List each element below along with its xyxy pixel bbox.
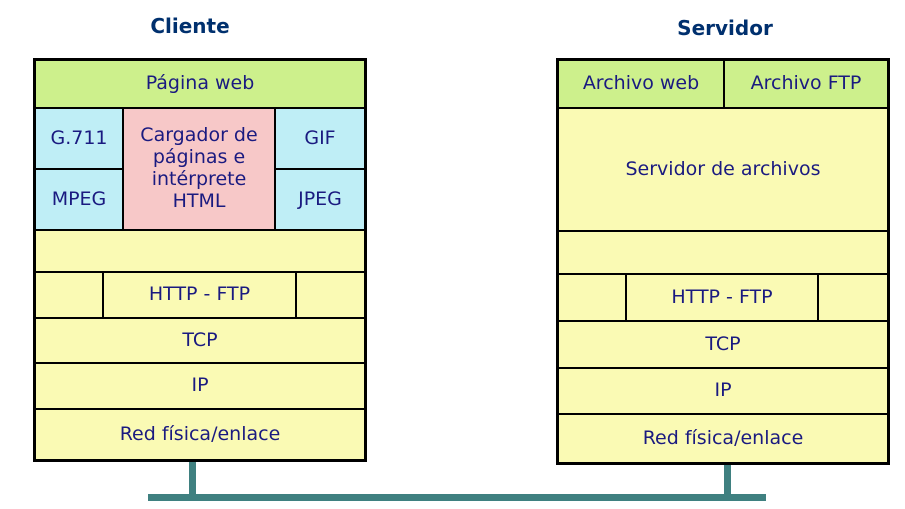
client-stack: Página web G.711 MPEG Cargador de página… (33, 58, 367, 462)
server-network-drop (724, 465, 731, 496)
client-network: Red física/enlace (35, 409, 365, 460)
client-http-ftp: HTTP - FTP (103, 272, 296, 318)
server-file-server: Servidor de archivos (558, 108, 888, 231)
client-empty-layer (35, 230, 365, 272)
client-tcp: TCP (35, 318, 365, 363)
server-http-ftp: HTTP - FTP (626, 274, 818, 321)
client-web-page: Página web (35, 60, 365, 108)
server-title: Servidor (677, 16, 773, 40)
client-g711: G.711 (35, 108, 123, 169)
server-network: Red física/enlace (558, 414, 888, 463)
server-web-file: Archivo web (558, 60, 724, 108)
client-network-drop (189, 462, 196, 496)
server-empty-layer (558, 231, 888, 274)
client-ip: IP (35, 363, 365, 409)
server-tcp: TCP (558, 321, 888, 368)
server-ftp-file: Archivo FTP (724, 60, 888, 108)
client-title: Cliente (150, 14, 230, 38)
client-page-loader: Cargador de páginas e intérprete HTML (123, 108, 275, 230)
client-app-right-slot (296, 272, 365, 318)
client-jpeg: JPEG (275, 169, 365, 230)
network-bus-line (148, 494, 766, 501)
server-app-right-slot (818, 274, 888, 321)
server-ip: IP (558, 368, 888, 414)
client-gif: GIF (275, 108, 365, 169)
client-mpeg: MPEG (35, 169, 123, 230)
server-app-left-slot (558, 274, 626, 321)
client-app-left-slot (35, 272, 103, 318)
server-stack: Archivo web Archivo FTP Servidor de arch… (556, 58, 890, 465)
